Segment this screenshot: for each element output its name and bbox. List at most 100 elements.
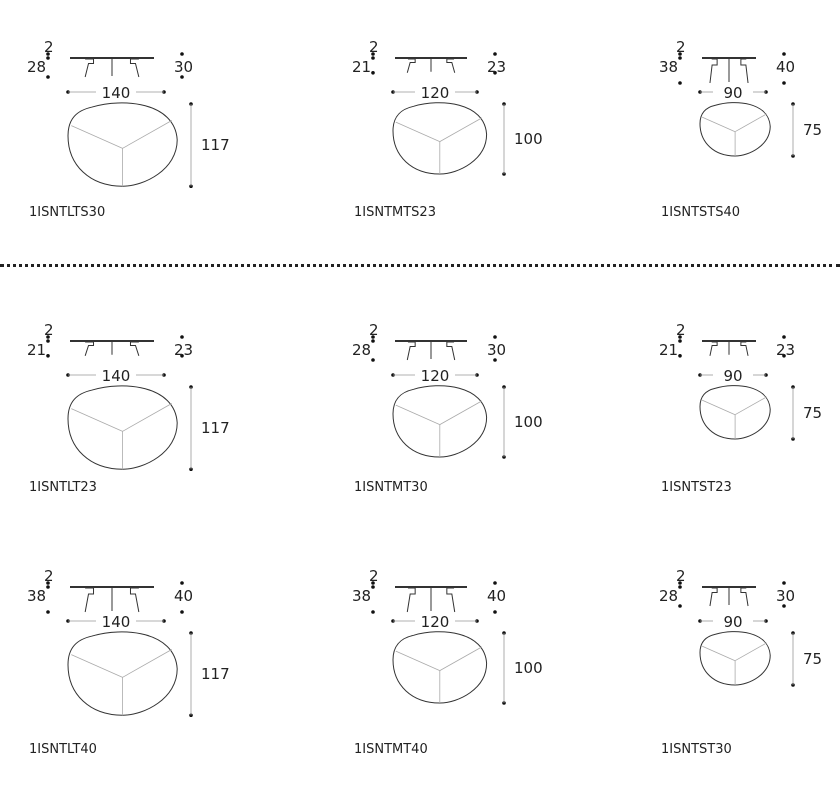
dimension-dot: [371, 610, 375, 614]
product-code: 1ISNTSTS40: [661, 205, 741, 220]
table-side-view: [702, 586, 756, 607]
table-top-view: [392, 631, 488, 704]
leg-height-label: 28: [27, 58, 46, 76]
table-side-view: [395, 340, 467, 361]
product-code: 1ISNTLT23: [29, 480, 97, 495]
dimension-dot: [782, 354, 786, 358]
table-top-view: [699, 385, 771, 440]
dimension-dot: [46, 354, 50, 358]
product-code: 1ISNTST30: [661, 742, 732, 757]
total-height-label: 23: [776, 341, 795, 359]
leg-height-label: 21: [27, 341, 46, 359]
table-side-view: [702, 57, 756, 84]
table-dimension-drawing: 2 21 23 140 117: [27, 321, 270, 493]
dimension-dot: [493, 52, 497, 56]
total-height-label: 23: [174, 341, 193, 359]
dimension-dot: [180, 581, 184, 585]
dimension-dot: [782, 81, 786, 85]
dimension-dot: [371, 585, 375, 589]
leg-height-label: 38: [659, 58, 678, 76]
width-label: 140: [102, 613, 131, 631]
depth-label: 75: [803, 650, 822, 668]
dimension-dot: [46, 585, 50, 589]
top-thickness-label: 2: [44, 321, 54, 339]
dimension-dot: [371, 581, 375, 585]
width-label: 140: [102, 367, 131, 385]
dimension-dot: [371, 335, 375, 339]
dimension-dot: [371, 358, 375, 362]
dimension-dot: [493, 610, 497, 614]
depth-label: 117: [201, 136, 230, 154]
dimension-dot: [46, 75, 50, 79]
table-side-view: [70, 340, 154, 356]
table-dimension-drawing: 2 28 30 90 75: [659, 567, 840, 739]
dimension-dot: [371, 71, 375, 75]
table-top-view: [67, 631, 178, 716]
table-side-view: [395, 586, 467, 613]
dimension-dot: [180, 52, 184, 56]
dimension-dot: [782, 335, 786, 339]
dimension-dot: [180, 354, 184, 358]
product-code: 1ISNTMT30: [354, 480, 428, 495]
dimension-dot: [180, 610, 184, 614]
top-thickness-label: 2: [44, 567, 54, 585]
table-top-view: [699, 102, 771, 157]
dimension-dot: [782, 581, 786, 585]
dimension-dot: [46, 335, 50, 339]
table-top-view: [699, 631, 771, 686]
top-thickness-label: 2: [676, 567, 686, 585]
dimension-dot: [46, 52, 50, 56]
dimension-dot: [678, 335, 682, 339]
product-code: 1ISNTLTS30: [29, 205, 106, 220]
table-top-view: [67, 102, 178, 187]
section-divider: [0, 264, 840, 267]
dimension-dot: [371, 56, 375, 60]
dimension-dot: [189, 713, 193, 718]
dimension-dot: [782, 52, 786, 56]
product-code: 1ISNTMTS23: [354, 205, 436, 220]
total-height-label: 30: [487, 341, 506, 359]
width-label: 90: [723, 613, 742, 631]
dimension-dot: [678, 81, 682, 85]
table-top-view: [67, 385, 178, 470]
leg-height-label: 21: [659, 341, 678, 359]
product-code: 1ISNTST23: [661, 480, 732, 495]
top-thickness-label: 2: [369, 38, 379, 56]
dimension-dot: [678, 52, 682, 56]
width-label: 90: [723, 367, 742, 385]
total-height-label: 30: [174, 58, 193, 76]
total-height-label: 40: [776, 58, 795, 76]
table-side-view: [395, 57, 467, 73]
leg-height-label: 28: [659, 587, 678, 605]
dimension-dot: [493, 335, 497, 339]
dimension-dot: [678, 604, 682, 608]
dimension-dot: [493, 71, 497, 75]
product-code: 1ISNTMT40: [354, 742, 428, 757]
dimension-dot: [180, 75, 184, 79]
width-label: 120: [421, 367, 450, 385]
top-thickness-label: 2: [369, 567, 379, 585]
dimension-dot: [678, 56, 682, 60]
dimension-dot: [180, 335, 184, 339]
table-side-view: [70, 586, 154, 613]
top-thickness-label: 2: [44, 38, 54, 56]
total-height-label: 30: [776, 587, 795, 605]
depth-label: 75: [803, 404, 822, 422]
dimension-dot: [493, 358, 497, 362]
depth-label: 117: [201, 419, 230, 437]
leg-height-label: 21: [352, 58, 371, 76]
dimension-dot: [46, 56, 50, 60]
width-label: 140: [102, 84, 131, 102]
table-side-view: [70, 57, 154, 78]
top-thickness-label: 2: [369, 321, 379, 339]
depth-label: 75: [803, 121, 822, 139]
leg-height-label: 38: [27, 587, 46, 605]
dimension-dot: [782, 604, 786, 608]
total-height-label: 23: [487, 58, 506, 76]
table-dimension-drawing: 2 28 30 140 117: [27, 38, 270, 210]
